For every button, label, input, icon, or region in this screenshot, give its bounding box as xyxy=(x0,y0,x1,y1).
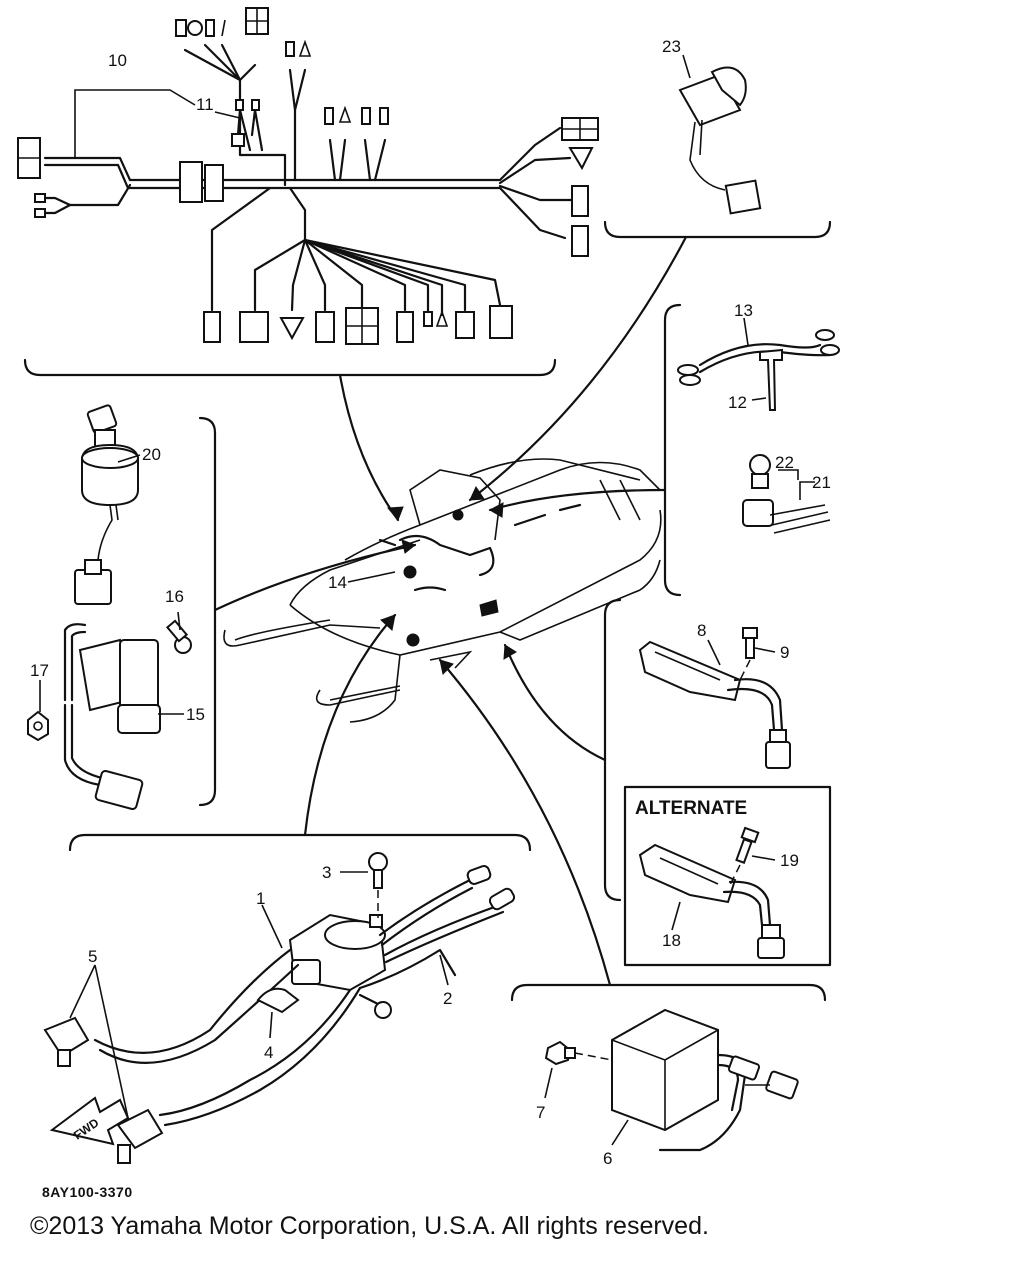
callout-4: 4 xyxy=(264,1043,273,1062)
arrows xyxy=(213,235,688,987)
main-switch-23 xyxy=(678,54,762,215)
callout-16: 16 xyxy=(165,587,184,606)
callout-22: 22 xyxy=(775,453,794,472)
callout-15: 15 xyxy=(186,705,205,724)
rectifier-8-9 xyxy=(638,627,791,769)
callout-19: 19 xyxy=(780,851,799,870)
callout-11: 11 xyxy=(196,95,214,114)
callout-10: 10 xyxy=(108,51,127,70)
callout-7: 7 xyxy=(536,1103,545,1122)
callout-18: 18 xyxy=(662,931,681,950)
cdi-panel-bracket xyxy=(510,983,827,1002)
snowmobile-body xyxy=(223,458,662,723)
wire-harness-panel-bracket xyxy=(23,358,557,377)
copyright-notice: ©2013 Yamaha Motor Corporation, U.S.A. A… xyxy=(30,1212,709,1240)
cdi-unit-6-7 xyxy=(544,1008,799,1152)
key-switch-20 xyxy=(74,404,139,605)
callout-14: 14 xyxy=(328,573,347,592)
callout-20: 20 xyxy=(142,445,161,464)
leads-12-13 xyxy=(677,317,840,411)
main-switch-panel-bracket xyxy=(198,416,217,807)
callout-1: 1 xyxy=(256,889,265,908)
callout-2: 2 xyxy=(443,989,452,1008)
bulb-socket-21-22 xyxy=(742,454,831,534)
leaders xyxy=(39,454,721,715)
lead-panel-bracket xyxy=(663,303,682,597)
rectifier-panel-bracket xyxy=(603,598,622,902)
fwd-arrow: FWD xyxy=(49,1096,130,1146)
callout-21: 21 xyxy=(812,473,831,492)
callout-13: 13 xyxy=(734,301,753,320)
callout-6: 6 xyxy=(603,1149,612,1168)
alternate-rectifier-18-19 xyxy=(638,826,785,959)
callout-12: 12 xyxy=(728,393,747,412)
diagram-code: 8AY100-3370 xyxy=(42,1184,133,1200)
ignition-coil-1-5 xyxy=(43,852,516,1164)
callout-8: 8 xyxy=(697,621,706,640)
relay-15-16-17 xyxy=(27,619,192,811)
callout-3: 3 xyxy=(322,863,331,882)
wire-harness xyxy=(17,7,599,345)
ignition-panel-bracket xyxy=(68,833,532,852)
callout-5: 5 xyxy=(88,947,97,966)
switch-panel-bracket xyxy=(603,220,832,239)
callout-9: 9 xyxy=(780,643,789,662)
callout-23: 23 xyxy=(662,37,681,56)
alternate-label: ALTERNATE xyxy=(635,798,747,819)
alternate-box xyxy=(623,785,832,967)
callout-17: 17 xyxy=(30,661,49,680)
callout-labels: 10 11 23 13 12 22 21 20 16 17 15 14 8 9 … xyxy=(30,37,831,1168)
